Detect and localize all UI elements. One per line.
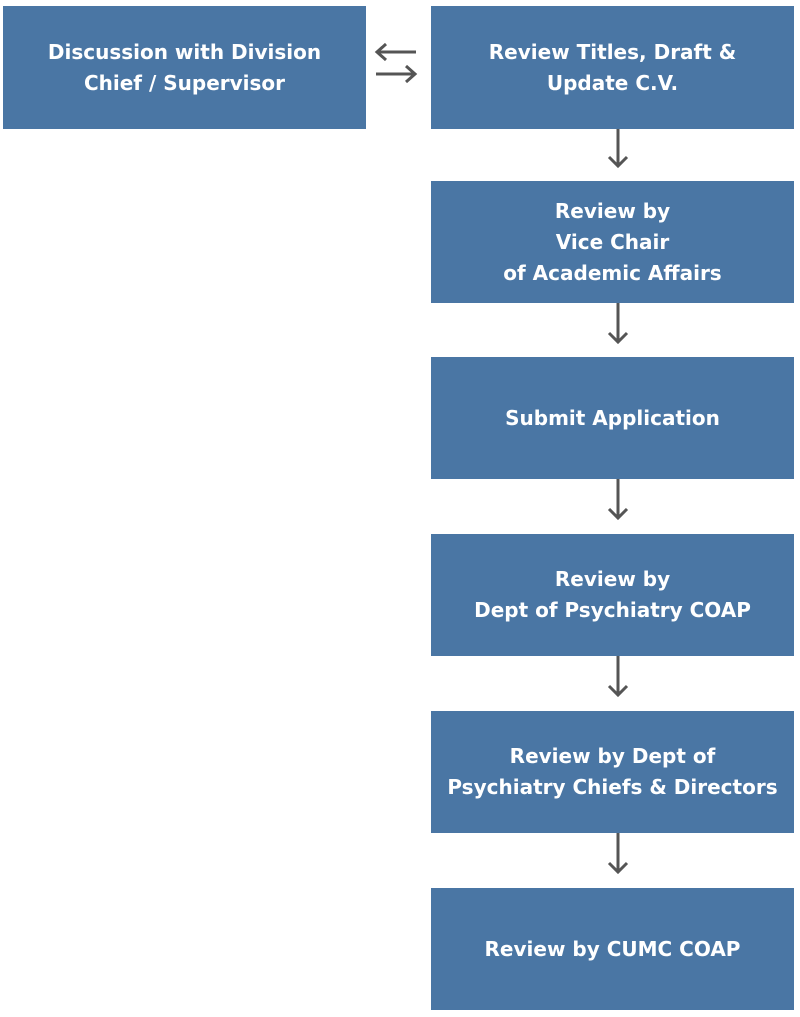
node-review-by-chiefs-directors: Review by Dept of Psychiatry Chiefs & Di… bbox=[431, 711, 794, 833]
node-label-line: Review by bbox=[554, 198, 671, 223]
right-arrowhead bbox=[405, 64, 418, 84]
node-label-line: Review Titles, Draft & bbox=[488, 39, 737, 64]
node-label-line: Update C.V. bbox=[546, 70, 679, 95]
down-arrow-icon bbox=[607, 833, 629, 875]
node-label-line: Dept of Psychiatry COAP bbox=[474, 598, 751, 622]
node-label-line: Submit Application bbox=[505, 405, 720, 430]
node-label-line: Review by bbox=[554, 567, 671, 591]
node-label-line: Vice Chair bbox=[555, 229, 670, 254]
node-review-titles-draft-update-cv: Review Titles, Draft & Update C.V. bbox=[431, 6, 794, 129]
down-arrow-icon bbox=[607, 303, 629, 345]
node-review-by-dept-psychiatry-coap: Review by Dept of Psychiatry COAP bbox=[431, 534, 794, 656]
node-label-line: Chief / Supervisor bbox=[83, 70, 286, 95]
node-label-line: of Academic Affairs bbox=[503, 260, 722, 285]
node-submit-application: Submit Application bbox=[431, 357, 794, 479]
node-discussion-with-division-chief: Discussion with Division Chief / Supervi… bbox=[3, 6, 366, 129]
down-arrow-icon bbox=[607, 129, 629, 169]
down-arrow-icon bbox=[607, 479, 629, 521]
node-label-line: Review by CUMC COAP bbox=[484, 936, 741, 961]
bidirectional-arrow-icon bbox=[374, 42, 418, 84]
node-label-line: Review by Dept of bbox=[509, 744, 716, 768]
left-arrowhead bbox=[374, 42, 387, 62]
node-label-line: Discussion with Division bbox=[47, 39, 322, 64]
down-arrow-icon bbox=[607, 656, 629, 698]
node-review-by-vice-chair: Review by Vice Chair of Academic Affairs bbox=[431, 181, 794, 303]
node-label-line: Psychiatry Chiefs & Directors bbox=[447, 775, 778, 799]
node-review-by-cumc-coap: Review by CUMC COAP bbox=[431, 888, 794, 1010]
